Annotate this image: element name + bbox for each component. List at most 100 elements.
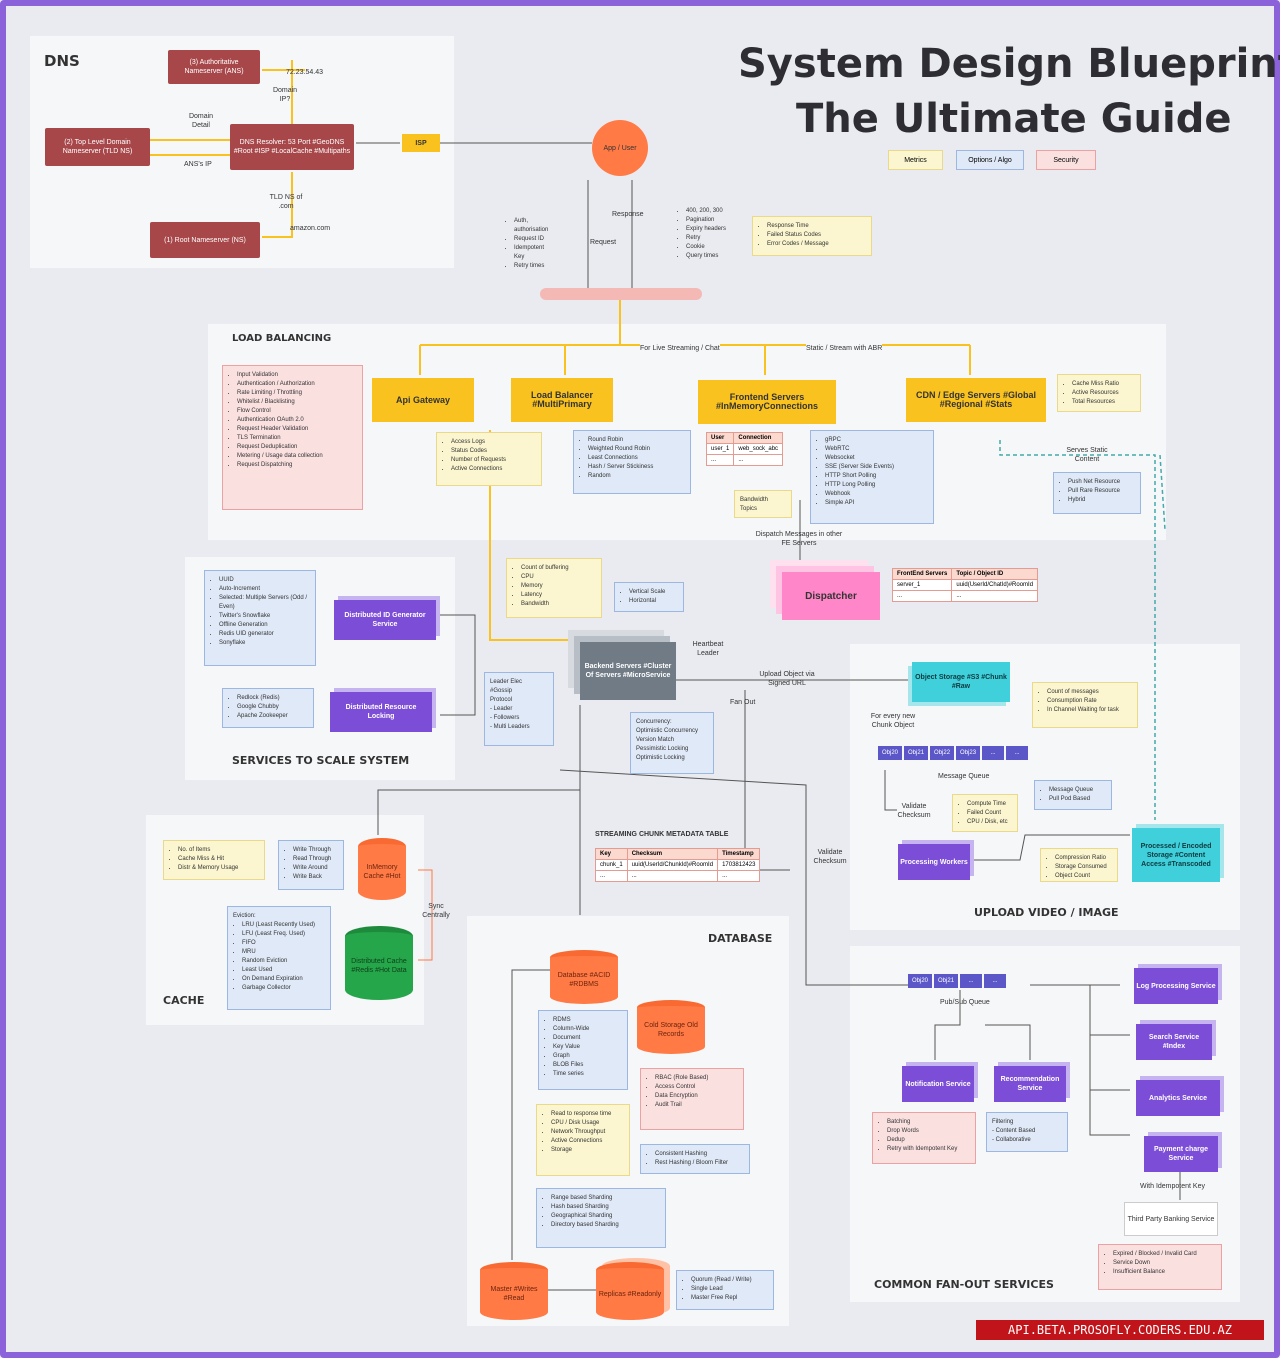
request-items: Auth, authorisationRequest IDIdempotent … [500,212,560,276]
replica-db[interactable]: Replicas #Readonly [596,1262,664,1320]
third-party-banking: Third Party Banking Service [1124,1202,1218,1236]
legend-security: Security [1036,150,1096,170]
static-label: Static / Stream with ABR [806,344,883,353]
db-types: RDMSColumn-WideDocumentKey ValueGraphBLO… [538,1010,628,1090]
cdn-algorithms: Push Net ResourcePull Rare ResourceHybri… [1053,472,1141,514]
api-gateway[interactable]: Api Gateway [372,378,474,422]
fan-out-label: Fan Out [730,699,756,706]
processed-storage[interactable]: Processed / Encoded Storage #Content Acc… [1132,828,1220,882]
dns-resolver: DNS Resolver: 53 Port #GeoDNS #Root #ISP… [230,124,354,170]
tld-nameserver: (2) Top Level Domain Nameserver (TLD NS) [45,128,150,166]
backend-servers[interactable]: Backend Servers #Cluster Of Servers #Mic… [580,642,676,700]
scaling-options: Vertical ScaleHorizontal [614,582,684,612]
resource-locking-service[interactable]: Distributed Resource Locking [330,692,432,732]
protocols-note: gRPCWebRTCWebsocketSSE (Server Side Even… [810,430,934,524]
ans-ip-label: ANS's IP [184,161,212,168]
validate-label: Validate Checksum [897,803,931,819]
mq-algorithms: Message QueuePull Pod Based [1034,780,1112,810]
isp-node: ISP [402,134,440,152]
serves-static-label: Serves Static Content [1066,447,1108,463]
fanout-title: COMMON FAN-OUT SERVICES [874,1278,1054,1291]
search-service[interactable]: Search Service #Index [1136,1024,1212,1060]
storage-metrics: Count of messagesConsumption RateIn Chan… [1032,682,1138,728]
root-nameserver: (1) Root Nameserver (NS) [150,222,260,258]
gateway-security: Input ValidationAuthentication / Authori… [222,365,363,510]
cdn-metrics: Cache Miss RatioActive ResourcesTotal Re… [1057,374,1141,412]
compute-metrics: Compute TimeFailed CountCPU / Disk, etc [952,794,1018,832]
load-balancing-title: LOAD BALANCING [232,333,332,344]
upload-label: Upload Object via Signed URL [759,671,815,687]
sync-label: Sync Centrally [422,903,450,919]
worker-metrics: Compression RatioStorage ConsumedObject … [1040,848,1118,882]
write-policies: Write ThroughRead ThroughWrite AroundWri… [278,840,344,890]
load-balancer[interactable]: Load Balancer #MultiPrimary [511,378,613,422]
distributed-cache[interactable]: Distributed Cache #Redis #Hot Data [345,926,413,1000]
response-label: Response [612,211,644,218]
title-line-1: System Design Blueprint: [738,41,1280,87]
id-generator-algorithms: UUIDAuto-IncrementSelected: Multiple Ser… [204,570,316,666]
request-label: Request [590,239,617,246]
payment-service[interactable]: Payment charge Service [1144,1136,1218,1172]
log-processing-service[interactable]: Log Processing Service [1134,968,1218,1004]
message-queue-label: Message Queue [938,773,990,780]
services-title: SERVICES TO SCALE SYSTEM [232,754,410,767]
payment-notes: Expired / Blocked / Invalid CardService … [1098,1244,1222,1290]
frontend-servers[interactable]: Frontend Servers #InMemoryConnections [698,380,836,424]
legend-options: Options / Algo [956,150,1024,170]
id-generator-service[interactable]: Distributed ID Generator Service [334,600,436,640]
notification-notes: BatchingDrop WordsDedupRetry with Idempo… [872,1112,976,1164]
title-line-2: The Ultimate Guide [796,96,1232,142]
processing-workers[interactable]: Processing Workers [898,844,970,880]
pubsub-label: Pub/Sub Queue [940,999,990,1006]
upload-title: UPLOAD VIDEO / IMAGE [974,906,1119,919]
app-user-node[interactable]: App / User [592,120,648,176]
cache-title: CACHE [163,994,205,1007]
legend-metrics: Metrics [888,150,943,170]
database-title: DATABASE [708,932,773,945]
cache-metrics: No. of ItemsCache Miss & HitDistr & Memo… [163,840,265,880]
tld-label: TLD NS of .com [269,194,303,210]
streaming-label: For Live Streaming / Chat [640,344,720,353]
lb-metrics: Access LogsStatus CodesNumber of Request… [436,432,542,486]
dispatch-label: Dispatch Messages in other FE Servers [755,531,843,547]
chunk-table-title: STREAMING CHUNK METADATA TABLE [595,831,729,838]
domain-detail-label: Domain Detail [188,113,214,129]
validate-label-2: Validate Checksum [813,849,847,865]
dns-ip-label: 72.23.54.43 [286,69,323,76]
hashing-note: Consistent HashingRest Hashing / Bloom F… [640,1144,750,1174]
replication-note: Quorum (Read / Write)Single LeadMaster F… [676,1270,774,1310]
object-storage[interactable]: Object Storage #S3 #Chunk #Raw [912,662,1010,702]
db-metrics: Read to response timeCPU / Disk UsageNet… [536,1104,630,1176]
dispatcher[interactable]: Dispatcher [782,572,880,620]
inmemory-cache[interactable]: InMemory Cache #Hot [358,838,406,900]
scaling-metrics: Count of bufferingCPUMemoryLatencyBandwi… [506,558,602,618]
db-security: RBAC (Role Based)Access ControlData Encr… [640,1068,744,1130]
eviction-policies: Eviction: LRU (Least Recently Used)LFU (… [227,906,331,1010]
notification-service[interactable]: Notification Service [902,1066,974,1102]
sharding-note: Range based ShardingHash based ShardingG… [536,1188,666,1248]
authoritative-nameserver: (3) Authoritative Nameserver (ANS) [168,50,260,84]
recommendation-service[interactable]: Recommendation Service [994,1066,1066,1102]
response-items: 400, 200, 300PaginationExpiry headersRet… [672,202,742,266]
chunk-label: For every new Chunk Object [870,713,916,729]
idempotent-label: With Idempotent Key [1140,1183,1205,1190]
analytics-service[interactable]: Analytics Service [1136,1080,1220,1116]
domain-ip-label: Domain IP? [272,87,298,103]
master-db[interactable]: Master #Writes #Read [480,1262,548,1320]
amazon-label: amazon.com [290,225,331,232]
recommendation-notes: Filtering- Content Based- Collaborative [986,1112,1068,1152]
lock-algorithms: Redlock (Redis)Google ChubbyApache Zooke… [222,688,314,728]
database-node[interactable]: Database #ACID #RDBMS [550,950,618,1004]
watermark: API.BETA.PROSOFLY.CODERS.EDU.AZ [976,1320,1264,1340]
cold-storage[interactable]: Cold Storage Old Records [637,1000,705,1054]
cdn-edge-servers[interactable]: CDN / Edge Servers #Global #Regional #St… [906,378,1046,422]
